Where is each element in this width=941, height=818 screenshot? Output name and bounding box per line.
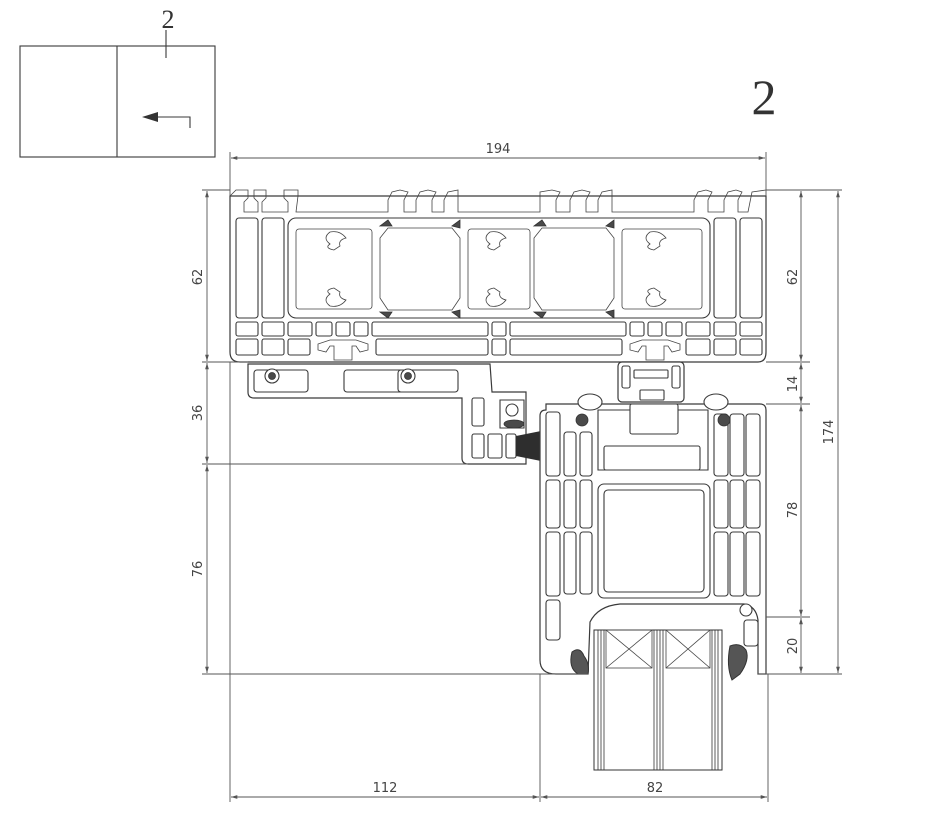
sash-profile	[539, 389, 767, 681]
section-number: 2	[752, 69, 777, 125]
dim-right-gap-height: 14	[786, 376, 801, 393]
dim-right-sash-height: 78	[786, 502, 801, 519]
dim-left-bottom-height: 76	[191, 561, 206, 578]
dim-bottom-left-width: 112	[373, 781, 398, 796]
dim-right-top-height: 62	[786, 269, 801, 286]
dim-bottom-right-width: 82	[647, 781, 664, 796]
dim-left-top-height: 62	[191, 269, 206, 286]
reinforcement-chamber	[295, 228, 373, 310]
key-plan	[19, 30, 216, 158]
dim-right-bottom-height: 20	[786, 638, 801, 655]
left-frame-profile	[247, 363, 546, 465]
dim-left-mid-height: 36	[191, 405, 206, 422]
key-plan-section-label: 2	[162, 5, 175, 34]
transom-profile	[229, 189, 767, 363]
dim-overall-width: 194	[486, 142, 511, 157]
dim-overall-height: 174	[822, 420, 837, 445]
glazing-unit	[593, 629, 723, 771]
gasket-icon	[575, 393, 731, 427]
dimension-lines	[202, 152, 842, 802]
gasket-icon	[264, 368, 416, 384]
mullion-connector	[617, 361, 685, 403]
opening-direction-arrow-icon	[142, 112, 191, 128]
